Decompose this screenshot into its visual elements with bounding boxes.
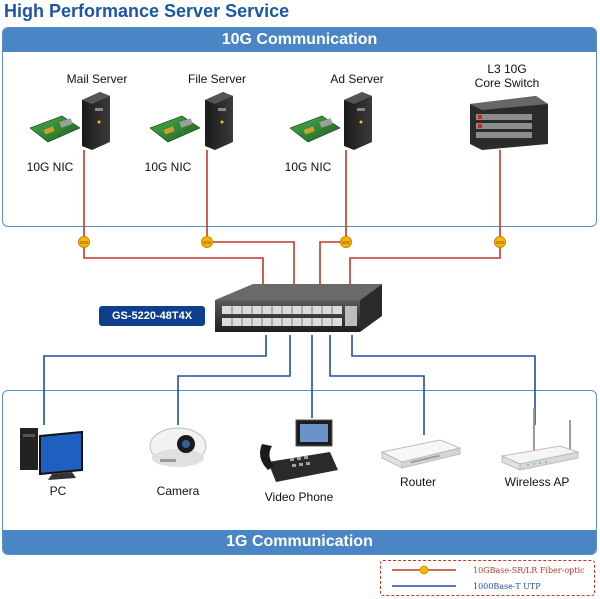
wireless-ap-icon (500, 408, 580, 471)
client-label-wireless-ap: Wireless AP (504, 475, 570, 489)
pc-icon (20, 428, 83, 480)
fiber-badge: 10G (340, 236, 352, 248)
nic-label: 10G NIC (284, 160, 332, 174)
1g-communication-banner: 1G Communication (3, 530, 596, 554)
camera-icon (149, 427, 207, 467)
server-name-label: Ad Server (330, 72, 384, 86)
server-name-label: Mail Server (66, 72, 128, 86)
utp-link-router (329, 335, 425, 435)
core-switch-label: L3 10G Core Switch (462, 62, 552, 90)
fiber-badge-label: 10G (80, 240, 89, 245)
core-switch-icon (470, 96, 548, 150)
fiber-link-file-server (206, 150, 295, 288)
nic-label: 10G NIC (144, 160, 192, 174)
client-label-pc: PC (49, 484, 67, 498)
fiber-badge-label: 10G (203, 240, 212, 245)
server-name-label: File Server (187, 72, 246, 86)
utp-link-pc (43, 335, 267, 425)
client-label-video-phone: Video Phone (264, 490, 334, 504)
ad-server-icon (289, 92, 372, 150)
core-switch-label-line2: Core Switch (474, 76, 540, 90)
client-label-router: Router (399, 475, 437, 489)
legend: 10GBase-SR/LR Fiber-optic 1000Base-T UTP (380, 560, 595, 596)
fiber-badge: 10G (494, 236, 506, 248)
utp-link-camera (177, 335, 291, 425)
fiber-badge-label: 10G (496, 240, 505, 245)
fiber-links (83, 150, 501, 288)
fiber-badge: 10G (78, 236, 90, 248)
video-phone-icon (260, 419, 338, 482)
utp-links (43, 335, 536, 435)
nic-label: 10G NIC (26, 160, 74, 174)
10g-communication-banner: 10G Communication (3, 28, 596, 52)
fiber-link-mail-server (83, 150, 264, 288)
client-label-camera: Camera (156, 484, 200, 498)
fiber-link-core-switch (349, 150, 501, 288)
page-title: High Performance Server Service (4, 1, 290, 21)
core-switch-label-line1: L3 10G (487, 62, 527, 76)
switch-model-badge: GS-5220-48T4X (99, 306, 205, 326)
fiber-badge: 10G (201, 236, 213, 248)
utp-link-wireless-ap (351, 335, 536, 425)
legend-utp-text: 1000Base-T UTP (473, 582, 541, 591)
legend-fiber-line (392, 565, 456, 575)
router-icon (380, 439, 462, 469)
legend-fiber-text: 10GBase-SR/LR Fiber-optic (473, 566, 585, 575)
file-server-icon (149, 92, 233, 150)
mail-server-icon (29, 92, 110, 150)
fiber-link-ad-server (319, 150, 347, 288)
gigabit-switch-icon (215, 284, 382, 332)
fiber-badge-label: 10G (342, 240, 351, 245)
